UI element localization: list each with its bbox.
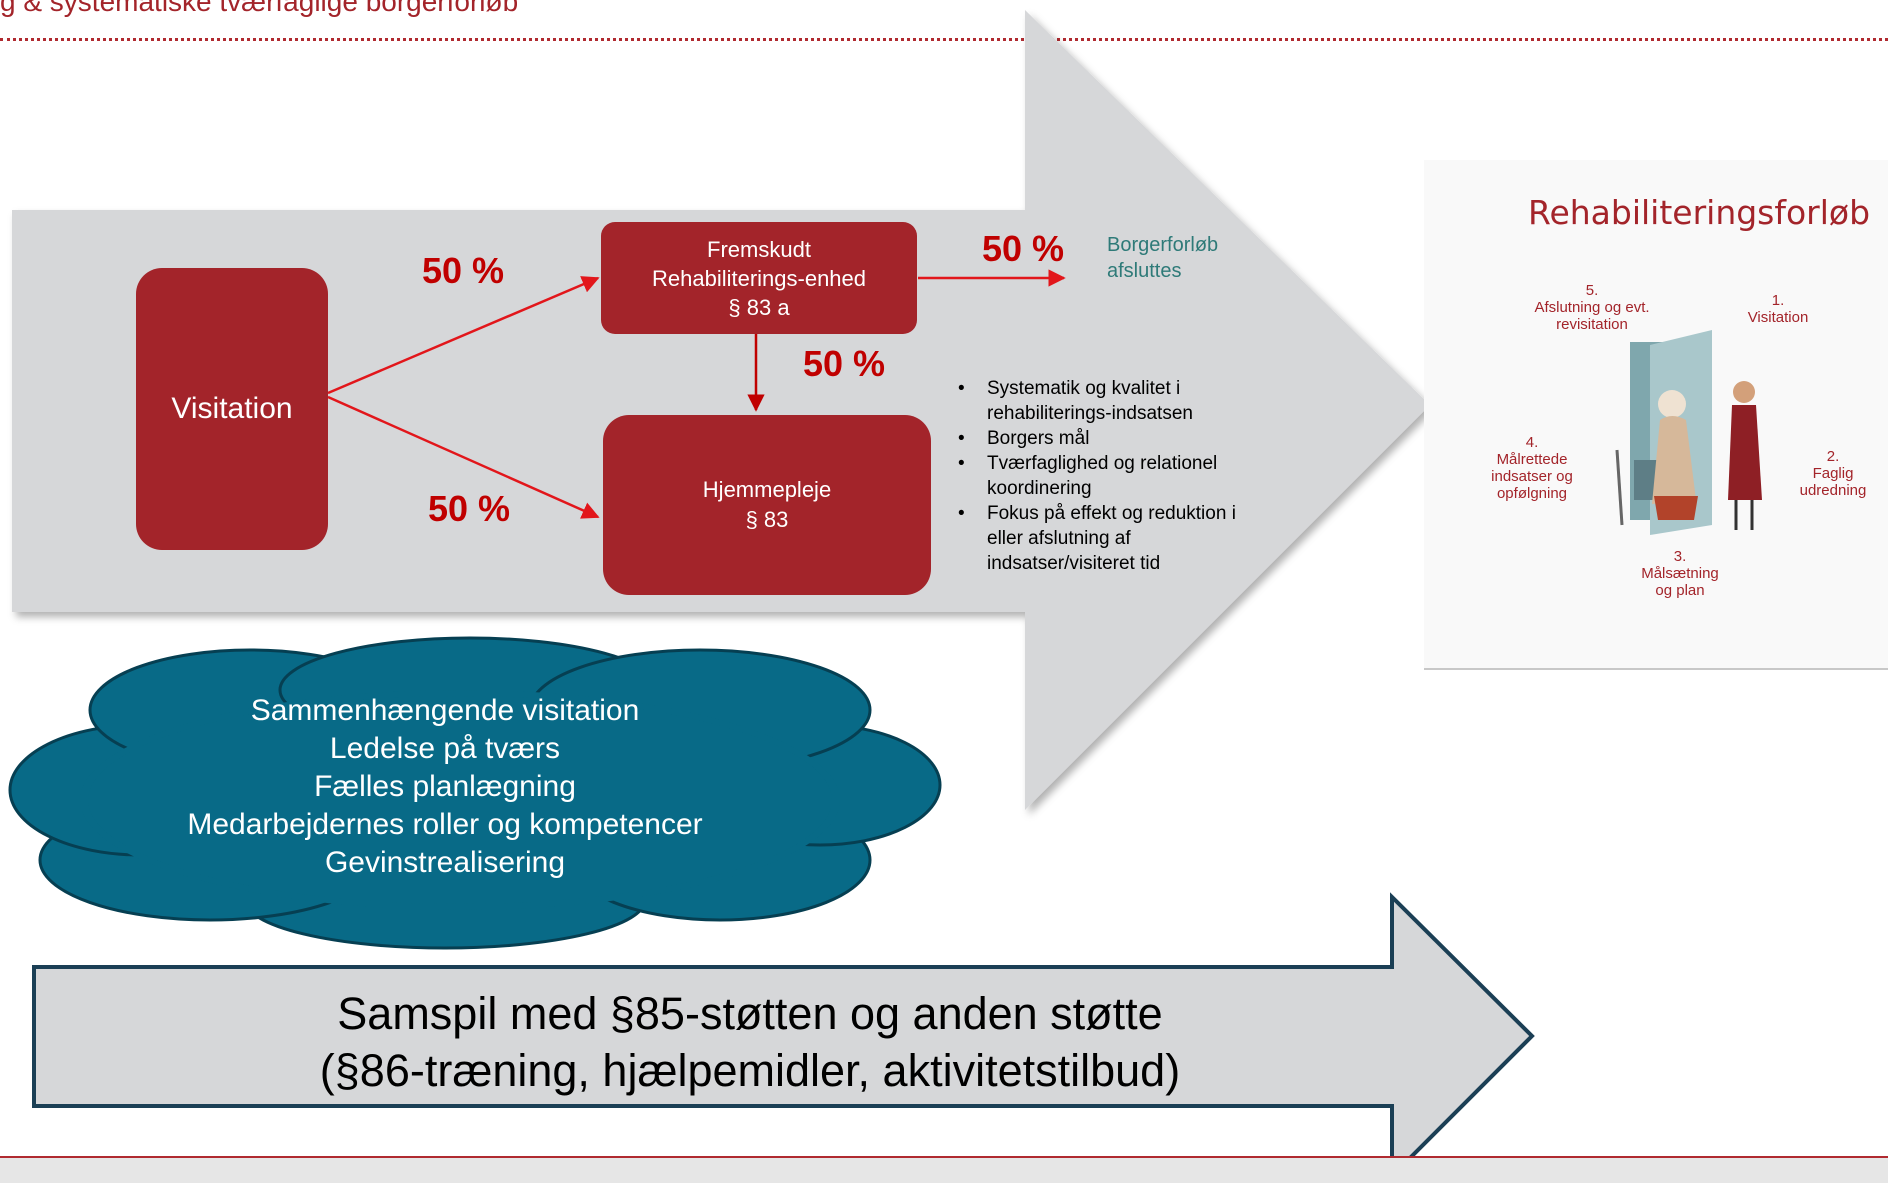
hjemmepleje-box: Hjemmepleje § 83 <box>603 415 931 595</box>
footer-band <box>0 1158 1888 1183</box>
arrow-visitation-to-fremskudt <box>327 276 600 395</box>
fremskudt-line1: Fremskudt <box>707 236 811 262</box>
list-item: Fokus på effekt og reduktion i eller afs… <box>955 501 1265 576</box>
percent-to-end: 50 % <box>982 228 1065 269</box>
hjemmepleje-line2: § 83 <box>745 507 789 532</box>
rehab-step-4: 4. Målrettede indsatser og opfølgning <box>1484 434 1580 502</box>
rehab-step-1: 1. Visitation <box>1738 292 1818 326</box>
list-item: Tværfaglighed og relationel koordinering <box>955 451 1265 501</box>
bottom-arrow-line1: Samspil med §85-støtten og anden støtte <box>337 988 1163 1039</box>
fremskudt-line2: Rehabiliterings-enhed <box>651 265 867 291</box>
cloud-line: Medarbejdernes roller og kompetencer <box>187 808 703 841</box>
rehab-step-2: 2. Faglig udredning <box>1792 448 1874 499</box>
rehab-step-text: Visitation <box>1747 309 1809 326</box>
cloud-line: Fælles planlægning <box>314 770 576 803</box>
arrow-visitation-to-hjemmepleje <box>327 395 600 519</box>
rehab-step-5: 5. Afslutning og evt. revisitation <box>1532 282 1652 333</box>
fremskudt-line3: § 83 a <box>728 294 790 320</box>
visitation-label: Visitation <box>171 392 293 425</box>
percent-to-hjemmepleje: 50 % <box>428 488 511 529</box>
cloud-line: Gevinstrealisering <box>324 846 566 879</box>
rehab-step-text: Målrettede indsatser og opfølgning <box>1491 451 1573 502</box>
rehab-step-num: 3. <box>1673 548 1687 565</box>
rehab-step-text: Faglig udredning <box>1799 465 1867 499</box>
main-flow-arrow <box>12 10 1430 810</box>
percent-to-fremskudt: 50 % <box>422 250 505 291</box>
percent-fremskudt-to-hjemmepleje: 50 % <box>803 343 886 384</box>
cloud-fill <box>88 696 832 904</box>
hjemmepleje-line1: Hjemmepleje <box>702 477 832 502</box>
rehab-step-num: 1. <box>1771 292 1785 309</box>
rehab-title: Rehabiliteringsforløb <box>1528 193 1871 232</box>
visitation-box: Visitation <box>136 268 328 550</box>
cloud-line: Ledelse på tværs <box>329 732 561 765</box>
rehab-step-text: Afslutning og evt. revisitation <box>1534 299 1650 333</box>
footer-divider <box>0 1156 1888 1158</box>
header-divider <box>0 38 1888 41</box>
list-item: Borgers mål <box>955 426 1265 451</box>
rehab-step-num: 4. <box>1525 434 1539 451</box>
rehab-step-num: 5. <box>1585 282 1599 299</box>
focus-list: Systematik og kvalitet i rehabiliterings… <box>955 376 1265 576</box>
bottom-arrow-text: Samspil med §85-støtten og anden støtte … <box>190 985 1310 1099</box>
header-title: g & systematiske tværfaglige borgerforlø… <box>0 0 519 17</box>
rehab-step-num: 2. <box>1826 448 1840 465</box>
bottom-arrow <box>32 892 1535 1181</box>
list-item: Systematik og kvalitet i rehabiliterings… <box>955 376 1265 426</box>
cloud-line: Sammenhængende visitation <box>250 694 640 727</box>
bottom-arrow-line2: (§86-træning, hjælpemidler, aktivitetsti… <box>319 1045 1181 1096</box>
end-label: Borgerforløb afsluttes <box>1107 234 1219 282</box>
rehab-step-text: Målsætning og plan <box>1641 565 1719 599</box>
cloud-text: Sammenhængende visitation Ledelse på tvæ… <box>100 692 790 882</box>
fremskudt-box: Fremskudt Rehabiliterings-enhed § 83 a <box>601 222 917 334</box>
rehab-step-3: 3. Målsætning og plan <box>1632 548 1728 599</box>
